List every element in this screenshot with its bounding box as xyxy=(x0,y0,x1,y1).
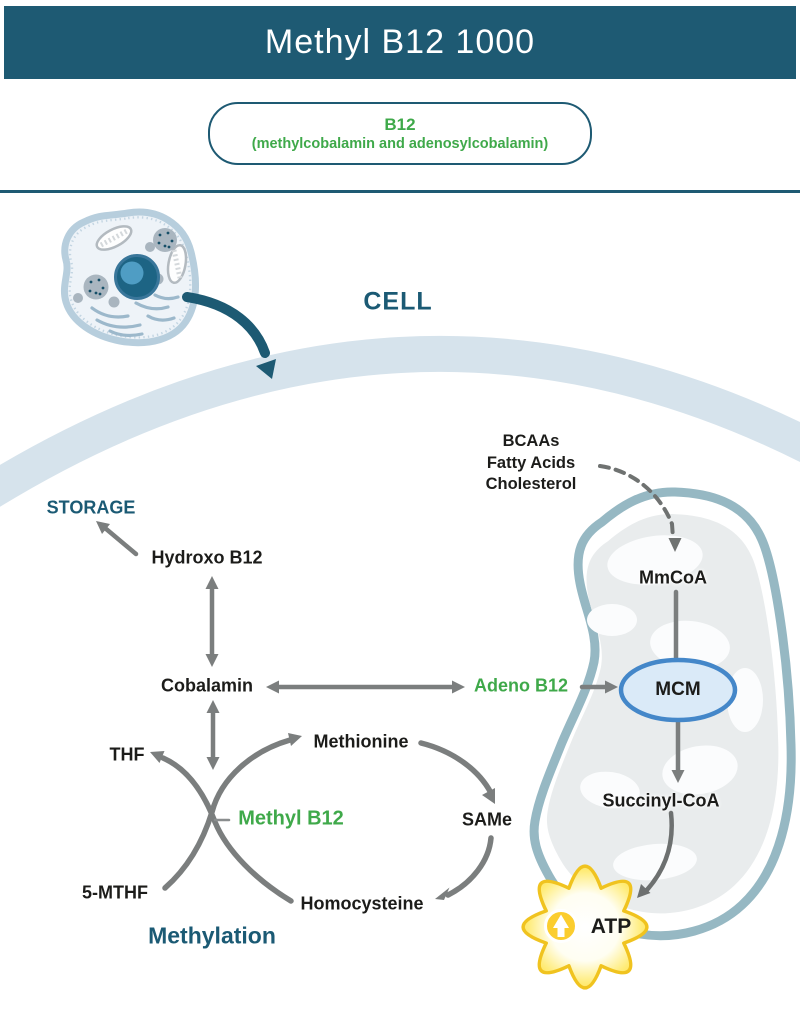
methylation-cycle xyxy=(150,733,495,904)
storage-label: STORAGE xyxy=(46,497,136,518)
mcm-ellipse xyxy=(618,657,738,723)
arrow-mcm-succinyl xyxy=(671,719,685,783)
mitochondria-cristae xyxy=(580,535,763,881)
cell-label: CELL xyxy=(363,287,433,316)
atp-star xyxy=(521,864,649,990)
mcm-label: MCM xyxy=(655,679,701,700)
inputs-line-bcaas: BCAAs xyxy=(502,431,560,450)
thf-label: THF xyxy=(109,744,145,765)
five-mthf-label: 5-MTHF xyxy=(82,882,148,903)
cell-membrane-arc xyxy=(0,335,800,507)
gray-arrows xyxy=(96,521,685,783)
succinyl-coa-label: Succinyl-CoA xyxy=(602,790,720,811)
cobalamin-label: Cobalamin xyxy=(160,675,254,696)
arrow-succinyl-atp xyxy=(637,810,674,898)
cycle-arrow-homocysteine-thf xyxy=(160,755,294,904)
arrow-adeno-mcm xyxy=(579,680,618,694)
methionine-label: Methionine xyxy=(313,731,409,752)
vesicle-dotted-2 xyxy=(83,274,109,300)
mito-inputs-label: BCAAs Fatty Acids Cholesterol xyxy=(486,431,577,496)
header-banner: Methyl B12 1000 xyxy=(4,6,796,79)
arrow-cobalamin-methylb12 xyxy=(206,700,220,770)
page-title: Methyl B12 1000 xyxy=(264,23,536,61)
cell-entry-arrow xyxy=(182,292,276,379)
arrow-cobalamin-adeno xyxy=(266,680,465,694)
cell-illustration xyxy=(60,208,199,347)
badge-subtitle: (methylcobalamin and adenosylcobalamin) xyxy=(251,135,549,152)
cycle-arrow-methionine-same xyxy=(418,740,494,796)
organelle-stripes-2 xyxy=(171,249,183,279)
badge-title: B12 xyxy=(384,114,416,134)
b12-badge: B12 (methylcobalamin and adenosylcobalam… xyxy=(208,102,592,165)
divider-line xyxy=(0,190,800,193)
homocysteine-label: Homocysteine xyxy=(300,893,424,914)
adeno-b12-label: Adeno B12 xyxy=(473,675,569,696)
arrow-hydroxo-storage xyxy=(96,521,139,557)
vesicle-dotted-1 xyxy=(153,228,177,252)
inputs-line-fatty-acids: Fatty Acids xyxy=(486,453,576,472)
mmcoa-label: MmCoA xyxy=(639,567,707,588)
methyl-b12-label: Methyl B12 xyxy=(238,807,344,830)
atp-up-arrow-icon xyxy=(544,909,578,943)
atp-label: ATP xyxy=(590,915,632,938)
arrow-hydroxo-cobalamin xyxy=(205,576,219,667)
methylation-label: Methylation xyxy=(148,922,276,949)
organelle-stripes xyxy=(99,228,129,248)
nucleolus xyxy=(120,261,144,285)
hydroxo-b12-label: Hydroxo B12 xyxy=(151,547,263,568)
same-label: SAMe xyxy=(461,809,513,830)
dashed-input-arrow xyxy=(598,464,682,552)
er-squiggles xyxy=(90,293,180,338)
cycle-arrow-same-homocysteine xyxy=(445,835,494,898)
inputs-line-cholesterol: Cholesterol xyxy=(485,474,577,493)
